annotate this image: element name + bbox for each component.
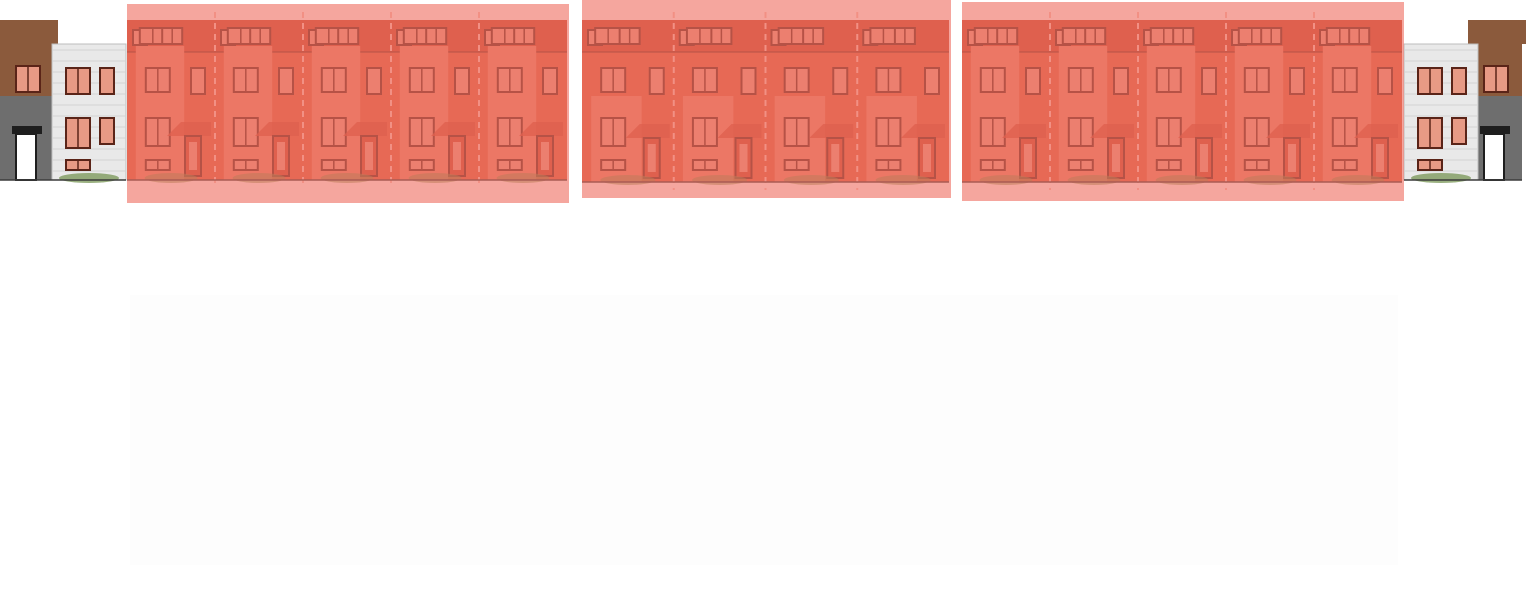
- right-block: [962, 2, 1404, 201]
- center-block: [582, 0, 951, 198]
- landscaping-shrub: [1411, 173, 1471, 183]
- window: [1451, 67, 1467, 95]
- roof-cap: [1468, 20, 1526, 44]
- roof-cap: [0, 20, 58, 44]
- window: [99, 117, 115, 145]
- window: [1451, 117, 1467, 145]
- right-end-building: [1403, 20, 1526, 183]
- door: [1483, 133, 1505, 181]
- highlight-overlay: [127, 4, 569, 203]
- window: [99, 67, 115, 95]
- highlight-overlay: [582, 0, 951, 198]
- landscaping-shrub: [59, 173, 119, 183]
- entry-canopy: [12, 126, 42, 134]
- faded-background-panel: [130, 295, 1398, 565]
- highlight-overlay: [962, 2, 1404, 201]
- left-block: [127, 4, 569, 203]
- townhome-blocks: [127, 0, 1404, 203]
- left-end-building: [0, 20, 127, 183]
- entry-canopy: [1480, 126, 1510, 134]
- door: [15, 133, 37, 181]
